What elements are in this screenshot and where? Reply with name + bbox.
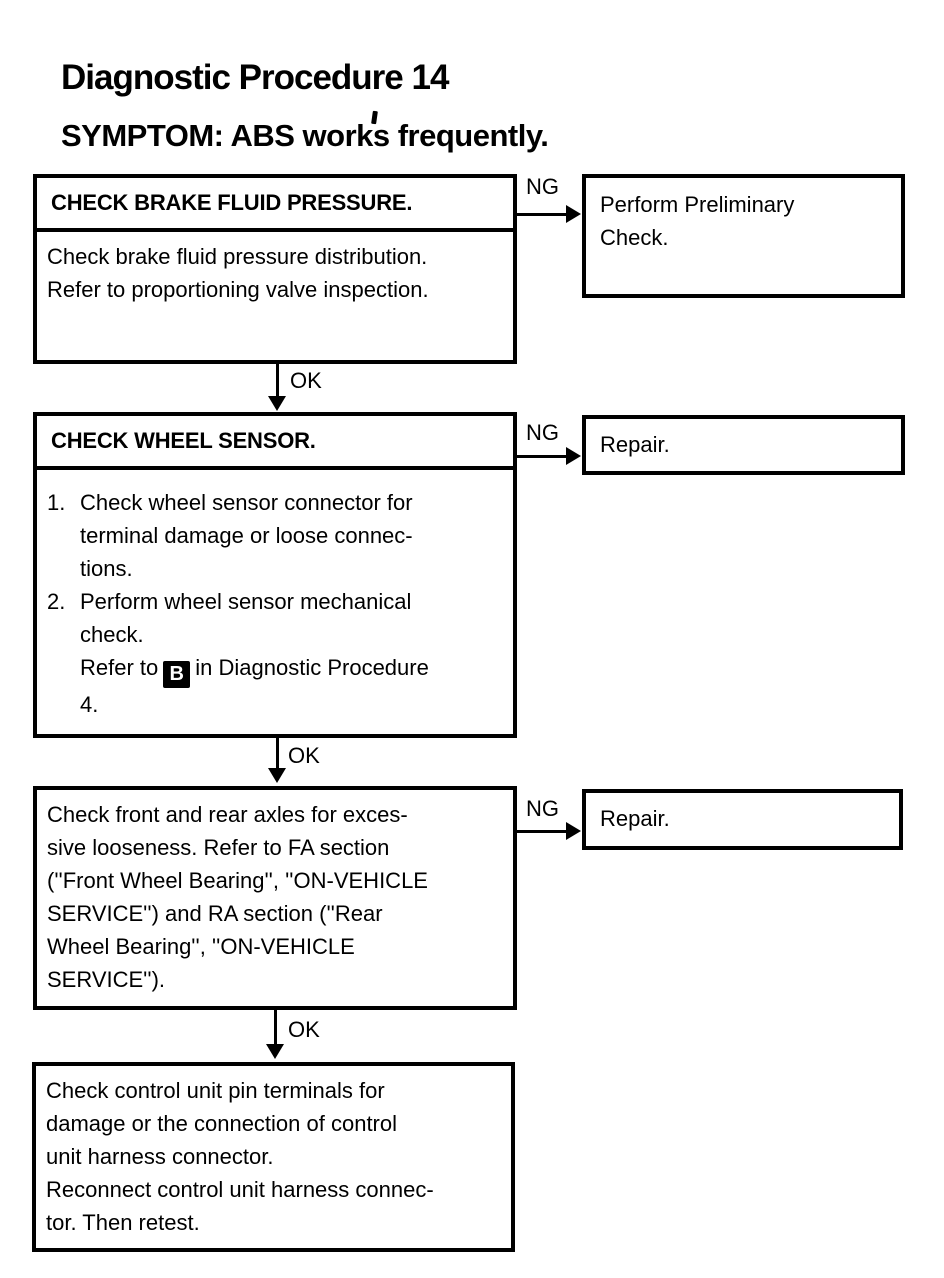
in-procedure-text: in Diagnostic Procedure: [195, 655, 429, 680]
step2-item1-number: 1.: [47, 490, 66, 515]
page-title: Diagnostic Procedure 14: [61, 58, 449, 97]
ng-result1-box: Perform Preliminary Check.: [582, 174, 905, 298]
step1-body-line: Refer to proportioning valve inspection.: [47, 277, 429, 302]
step3-line: sive looseness. Refer to FA section: [47, 835, 390, 860]
step4-line: tor. Then retest.: [46, 1210, 200, 1235]
step1-body-line: Check brake fluid pressure distribution.: [47, 244, 428, 269]
ok-arrowhead-3: [266, 1044, 284, 1059]
ng-label-3: NG: [526, 796, 559, 821]
step1-header: CHECK BRAKE FLUID PRESSURE.: [37, 178, 513, 232]
step3-line: Wheel Bearing'', ''ON-VEHICLE: [47, 934, 355, 959]
ng-result1-line: Perform Preliminary: [600, 192, 795, 217]
step4-line: damage or the connection of control: [46, 1111, 398, 1136]
ok-label-3: OK: [288, 1017, 320, 1042]
flow-step1-box: CHECK BRAKE FLUID PRESSURE. Check brake …: [33, 174, 517, 364]
ok-label-2: OK: [288, 743, 320, 768]
flow-step2-box: CHECK WHEEL SENSOR. 1. Check wheel senso…: [33, 412, 517, 738]
step2-item1-line: terminal damage or loose connec-: [80, 523, 413, 548]
ng-arrow-line-2: [517, 455, 570, 458]
ng-arrowhead-1: [566, 205, 581, 223]
step4-line: unit harness connector.: [46, 1144, 274, 1169]
symptom-heading: SYMPTOM: ABS works frequently.: [61, 118, 549, 153]
ok-arrow-line-2: [276, 738, 279, 770]
ng-arrow-line-3: [517, 830, 570, 833]
step4-line: Check control unit pin terminals for: [46, 1078, 385, 1103]
ok-label-1: OK: [290, 368, 322, 393]
step2-item1-line: tions.: [80, 556, 133, 581]
step1-body: Check brake fluid pressure distribution.…: [37, 232, 513, 306]
step2-item2-line: Perform wheel sensor mechanical: [80, 589, 412, 614]
ng-arrowhead-3: [566, 822, 581, 840]
ok-arrow-line-3: [274, 1010, 277, 1046]
step2-header: CHECK WHEEL SENSOR.: [37, 416, 513, 470]
step2-item1-line: Check wheel sensor connector for: [80, 490, 413, 515]
refer-to-text: Refer to: [80, 655, 159, 680]
step2-item1: 1. Check wheel sensor connector for term…: [47, 486, 503, 585]
ng-arrowhead-2: [566, 447, 581, 465]
ok-arrowhead-2: [268, 768, 286, 783]
step2-item2: 2. Perform wheel sensor mechanical check…: [47, 585, 503, 721]
ng-result3-line: Repair.: [600, 806, 670, 831]
step2-item2-line: check.: [80, 622, 144, 647]
step3-body: Check front and rear axles for exces- si…: [37, 790, 513, 996]
step3-line: SERVICE'').: [47, 967, 166, 992]
ng-label-2: NG: [526, 420, 559, 445]
step4-body: Check control unit pin terminals for dam…: [36, 1066, 511, 1239]
step2-body: 1. Check wheel sensor connector for term…: [37, 470, 513, 721]
ng-result2-box: Repair.: [582, 415, 905, 475]
step2-item2-number: 2.: [47, 589, 66, 614]
step3-line: (''Front Wheel Bearing'', ''ON-VEHICLE: [47, 868, 428, 893]
flow-step3-box: Check front and rear axles for exces- si…: [33, 786, 517, 1010]
flow-step4-box: Check control unit pin terminals for dam…: [32, 1062, 515, 1252]
ng-label-1: NG: [526, 174, 559, 199]
reference-b-badge: B: [163, 661, 191, 688]
step3-line: SERVICE'') and RA section (''Rear: [47, 901, 383, 926]
step3-line: Check front and rear axles for exces-: [47, 802, 408, 827]
ng-arrow-line-1: [517, 213, 570, 216]
step4-line: Reconnect control unit harness connec-: [46, 1177, 434, 1202]
ng-result3-box: Repair.: [582, 789, 903, 850]
ok-arrowhead-1: [268, 396, 286, 411]
step2-item2-line: 4.: [80, 692, 99, 717]
ok-arrow-line-1: [276, 364, 279, 399]
ng-result1-line: Check.: [600, 225, 669, 250]
ng-result2-line: Repair.: [600, 432, 670, 457]
